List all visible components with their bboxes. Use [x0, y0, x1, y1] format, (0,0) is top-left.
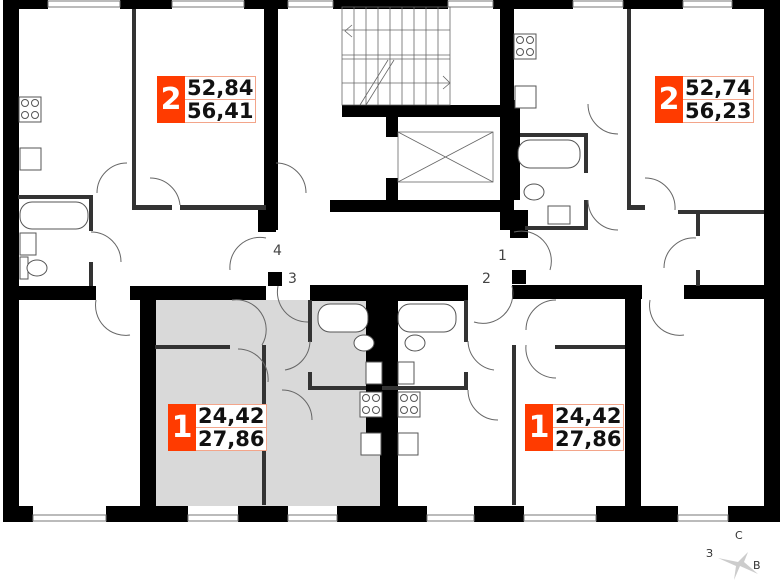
doors [90, 103, 697, 421]
living-area: 24,42 [198, 404, 265, 428]
staircase [341, 6, 451, 106]
room-count: 1 [525, 404, 553, 451]
total-area: 27,86 [196, 427, 267, 451]
door-number-1: 1 [498, 248, 507, 264]
total-area: 56,23 [683, 99, 754, 123]
apartment-badge-top-right[interactable]: 2 52,74 56,23 [655, 76, 755, 123]
apartment-badge-top-left[interactable]: 2 52,84 56,41 [157, 76, 257, 123]
door-number-3: 3 [288, 271, 297, 287]
compass-west-label: З [706, 547, 714, 560]
room-count: 2 [655, 76, 683, 123]
highlighted-apartment-fill[interactable] [155, 300, 385, 506]
apartment-badge-bottom-right[interactable]: 1 24,42 27,86 [525, 404, 625, 451]
windows [32, 0, 733, 522]
door-number-4: 4 [273, 243, 282, 259]
apartment-badge-bottom-left[interactable]: 1 24,42 27,86 [168, 404, 268, 451]
compass-east-label: В [753, 559, 761, 572]
room-count: 2 [157, 76, 185, 123]
living-area: 52,74 [685, 76, 752, 100]
living-area: 24,42 [555, 404, 622, 428]
partitions [18, 9, 764, 505]
room-count: 1 [168, 404, 196, 451]
fixtures [18, 33, 581, 456]
compass-icon [718, 552, 758, 580]
compass-north-label: С [735, 529, 743, 542]
door-number-2: 2 [482, 271, 491, 287]
total-area: 27,86 [553, 427, 624, 451]
elevator-shaft [397, 131, 494, 183]
total-area: 56,41 [185, 99, 256, 123]
interior-walls [18, 0, 766, 506]
living-area: 52,84 [187, 76, 254, 100]
